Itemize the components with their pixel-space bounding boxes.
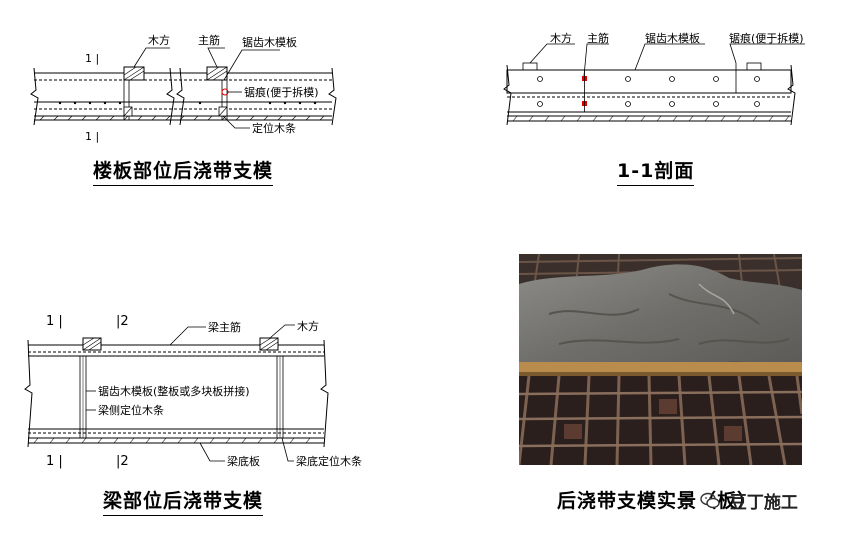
beam-formwork-diagram: 1 | |2 1 | |2 梁主筋 木方 锯齿木模板(整板或多块板拼接) 梁侧定…	[24, 314, 362, 469]
label-timber: 木方	[148, 33, 170, 47]
photo-caption: 后浇带支模实景（板）	[557, 490, 758, 512]
label-timber: 木方	[297, 319, 319, 333]
label-saw-mark: 锯痕(便于拆模)	[729, 31, 804, 45]
site-photo	[519, 254, 802, 465]
label-beam-rebar: 梁主筋	[208, 320, 241, 334]
slab-formwork-diagram: 1 | 1 | 木方 主筋 锯齿木模板 锯痕(便于拆模) 定位木条	[30, 33, 337, 143]
label-main-rebar: 主筋	[587, 31, 609, 45]
label-saw-board: 锯齿木模板	[645, 31, 700, 45]
label-saw-board: 锯齿木模板	[242, 35, 297, 49]
slab-formwork-caption: 楼板部位后浇带支模	[93, 156, 274, 186]
label-timber: 木方	[550, 31, 572, 45]
wechat-icon	[700, 492, 720, 509]
label-bottom-strip: 梁底定位木条	[296, 454, 362, 468]
watermark: 豆丁施工	[700, 488, 798, 513]
watermark-text: 豆丁施工	[729, 493, 798, 513]
section-mark-1-bottom: 1 |	[46, 454, 63, 469]
section-mark-2-top: |2	[116, 314, 129, 329]
label-side-strip: 梁侧定位木条	[98, 403, 164, 417]
label-saw-mark: 锯痕(便于拆模)	[244, 85, 319, 99]
section-mark-1-top: 1 |	[46, 314, 63, 329]
label-saw-board: 锯齿木模板(整板或多块板拼接)	[98, 384, 250, 398]
beam-formwork-caption: 梁部位后浇带支模	[103, 486, 264, 516]
label-main-rebar: 主筋	[198, 33, 220, 47]
label-bottom-board: 梁底板	[227, 454, 260, 468]
section-caption: 1-1剖面	[617, 156, 695, 186]
section-mark-top: 1 |	[85, 52, 99, 65]
section-1-1-diagram: 木方 主筋 锯齿木模板 锯痕(便于拆模)	[503, 31, 805, 126]
section-mark-2-bottom: |2	[116, 454, 129, 469]
section-mark-bottom: 1 |	[85, 130, 99, 143]
label-locating-strip: 定位木条	[252, 121, 296, 135]
